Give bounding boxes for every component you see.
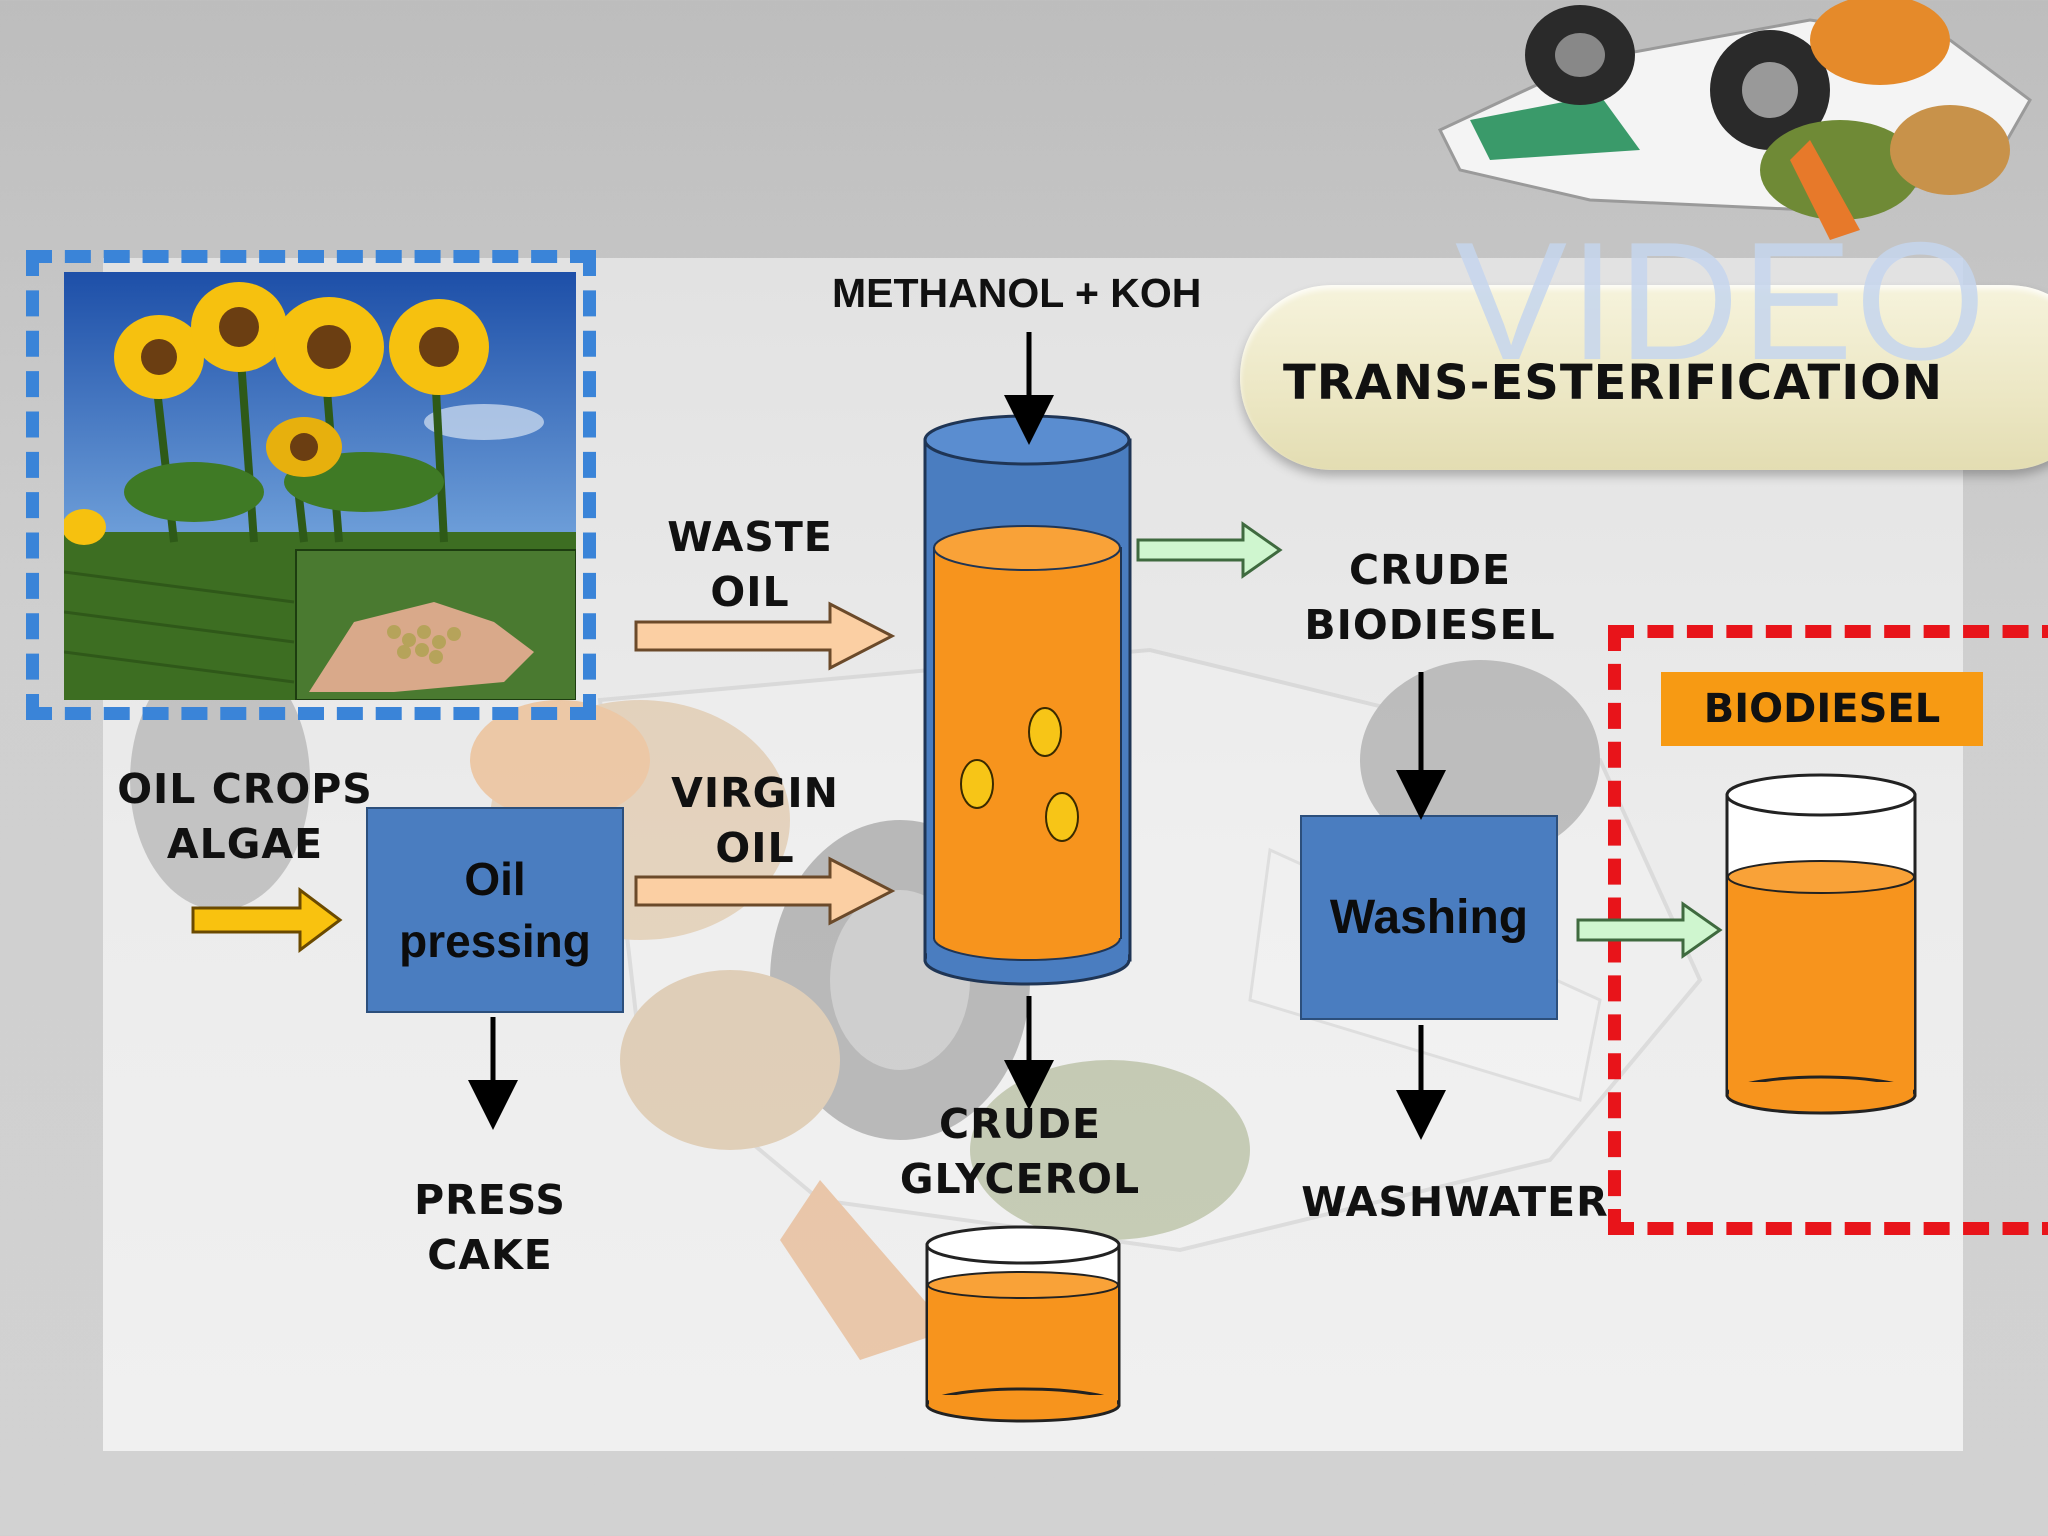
biodiesel-beaker bbox=[1725, 773, 1917, 1115]
methanol-koh-label: METHANOL + KOH bbox=[832, 270, 1202, 316]
bubble bbox=[1028, 707, 1062, 757]
oil-pressing-line2: pressing bbox=[399, 915, 591, 967]
process-title-banner bbox=[1240, 285, 2048, 470]
feedstock-photo bbox=[64, 272, 576, 700]
washwater-label: WASHWATER bbox=[1301, 1178, 1609, 1226]
glycerol-beaker bbox=[925, 1225, 1121, 1423]
crude-glycerol-line2: GLYCEROL bbox=[899, 1155, 1141, 1203]
feedstock-frame bbox=[26, 250, 596, 720]
biodiesel-label: BIODIESEL bbox=[1661, 672, 1983, 746]
oil-crops-label: OIL CROPS ALGAE bbox=[100, 762, 390, 872]
virgin-oil-line2: OIL bbox=[715, 824, 795, 872]
reactor-vessel bbox=[923, 414, 1132, 986]
waste-oil-line2: OIL bbox=[710, 568, 790, 616]
crude-biodiesel-line2: BIODIESEL bbox=[1304, 601, 1556, 649]
press-cake-label: PRESS CAKE bbox=[380, 1173, 600, 1283]
crude-biodiesel-line1: CRUDE bbox=[1349, 546, 1511, 594]
video-link[interactable]: VIDEO bbox=[1455, 207, 1988, 395]
oil-crops-line1: OIL CROPS bbox=[117, 765, 373, 813]
press-cake-line2: CAKE bbox=[427, 1231, 553, 1279]
process-title: TRANS-ESTERIFICATION bbox=[1283, 355, 1944, 411]
oil-crops-line2: ALGAE bbox=[166, 820, 324, 868]
virgin-oil-line1: VIRGIN bbox=[671, 769, 839, 817]
biodiesel-arrow bbox=[1576, 901, 1723, 959]
virgin-oil-label: VIRGIN OIL bbox=[645, 766, 865, 876]
virgin-oil-arrow bbox=[634, 856, 896, 926]
crude-biodiesel-arrow bbox=[1136, 521, 1283, 579]
waste-oil-arrow bbox=[634, 601, 896, 671]
press-cake-line1: PRESS bbox=[414, 1176, 566, 1224]
race-car-image bbox=[1437, 0, 2032, 240]
bubble bbox=[1045, 792, 1079, 842]
crude-biodiesel-label: CRUDE BIODIESEL bbox=[1280, 543, 1580, 653]
bubbles bbox=[960, 707, 1079, 842]
oil-crops-arrow bbox=[191, 887, 343, 953]
waste-oil-line1: WASTE bbox=[667, 513, 833, 561]
bubble bbox=[960, 759, 994, 809]
oil-pressing-line1: Oil bbox=[464, 853, 526, 905]
oil-pressing-box: Oil pressing bbox=[366, 807, 624, 1013]
waste-oil-label: WASTE OIL bbox=[640, 510, 860, 620]
washing-box: Washing bbox=[1300, 815, 1558, 1020]
